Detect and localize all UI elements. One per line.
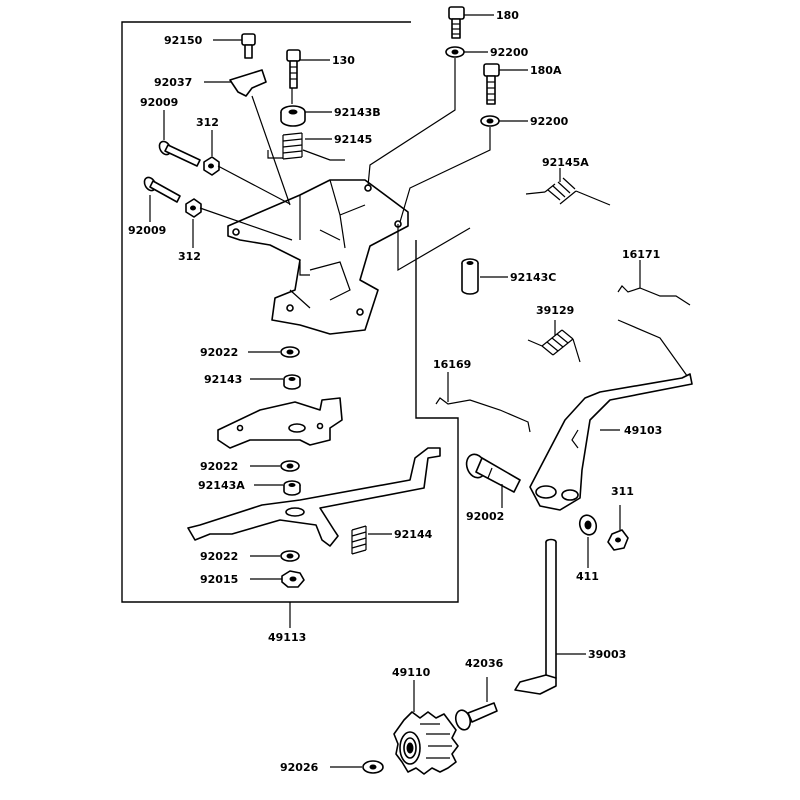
washer-hole (286, 349, 294, 355)
part-92144-spring (351, 525, 367, 555)
label-42036: 42036 (465, 657, 504, 670)
label-16171: 16171 (622, 248, 660, 261)
label-92200-a: 92200 (490, 46, 529, 59)
label-49113: 49113 (268, 631, 306, 644)
label-312-a: 312 (196, 116, 219, 129)
part-42036-pin (454, 702, 498, 731)
part-92143C-collar (461, 258, 479, 295)
washer-hole (286, 553, 294, 559)
part-92145A-spring (525, 177, 611, 206)
part-92143A-collar (283, 480, 301, 496)
part-92037-clip (229, 69, 267, 97)
label-92037: 92037 (154, 76, 192, 89)
part-92002-bolt (465, 453, 521, 493)
label-92022-b: 92022 (200, 460, 238, 473)
assembly-frame-49113 (121, 21, 459, 603)
part-411-washer (578, 514, 598, 536)
part-130-bolt (286, 49, 301, 89)
label-39003: 39003 (588, 648, 626, 661)
label-49103: 49103 (624, 424, 662, 437)
label-180: 180 (496, 9, 519, 22)
part-92145-spring (282, 132, 303, 160)
label-130: 130 (332, 54, 355, 67)
part-92143-collar (283, 374, 301, 390)
part-180-bolt (448, 6, 465, 39)
part-control-lever (187, 447, 441, 547)
washer-hole (486, 118, 494, 124)
label-49110: 49110 (392, 666, 431, 679)
label-92143B: 92143B (334, 106, 381, 119)
washer-hole (451, 49, 459, 55)
part-16169-rod (435, 397, 531, 433)
part-180A-bolt (483, 63, 500, 105)
part-92026-washer (362, 760, 384, 774)
spring-hook-92145b (302, 149, 345, 161)
part-312-nut-b (185, 198, 202, 218)
label-92002: 92002 (466, 510, 504, 523)
part-49103-lever (529, 373, 693, 511)
label-92009-b: 92009 (128, 224, 166, 237)
label-92150: 92150 (164, 34, 203, 47)
label-92144: 92144 (394, 528, 433, 541)
part-92009-bolt-b (143, 176, 181, 203)
label-92022-a: 92022 (200, 346, 238, 359)
spring-hook-92145 (267, 150, 283, 159)
part-92143B-collar (280, 105, 306, 127)
label-180A: 180A (530, 64, 562, 77)
label-92145: 92145 (334, 133, 372, 146)
label-92143A: 92143A (198, 479, 245, 492)
label-92022-c: 92022 (200, 550, 238, 563)
part-39129-spring (527, 329, 581, 363)
part-16171-rod (617, 285, 691, 381)
washer-hole (286, 463, 294, 469)
label-411: 411 (576, 570, 599, 583)
label-312-b: 312 (178, 250, 201, 263)
part-92009-bolt-a (158, 140, 201, 167)
part-labels: 180 92150 130 92200 180A 92037 92009 312… (128, 9, 662, 774)
part-311-nut (607, 529, 629, 551)
leader-lines (149, 14, 641, 768)
label-39129: 39129 (536, 304, 574, 317)
part-39003-shaft (514, 538, 557, 695)
part-312-nut-a (203, 156, 220, 176)
label-92200-b: 92200 (530, 115, 569, 128)
label-92009-a: 92009 (140, 96, 178, 109)
label-92145A: 92145A (542, 156, 589, 169)
part-lever-plate (217, 397, 343, 449)
label-92143C: 92143C (510, 271, 556, 284)
part-control-bracket (227, 179, 409, 335)
label-92143: 92143 (204, 373, 242, 386)
label-16169: 16169 (433, 358, 471, 371)
part-92150-bolt (241, 33, 256, 59)
label-92026: 92026 (280, 761, 319, 774)
label-92015: 92015 (200, 573, 238, 586)
part-49110-gear (393, 711, 459, 775)
label-311: 311 (611, 485, 634, 498)
part-92015-nut (281, 570, 305, 588)
